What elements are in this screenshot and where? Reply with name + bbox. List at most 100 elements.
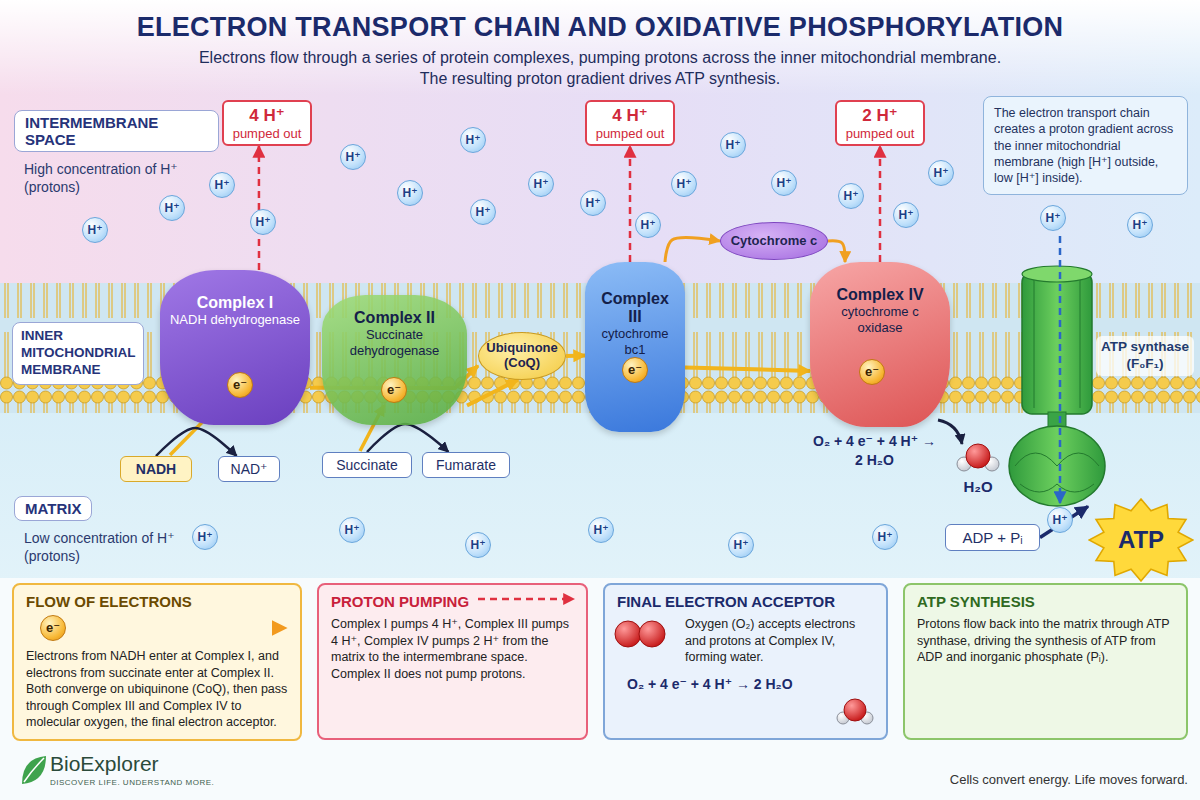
proton-ion: H⁺ <box>339 517 365 543</box>
subtitle: Electrons flow through a series of prote… <box>185 48 1015 90</box>
proton-ion: H⁺ <box>720 132 746 158</box>
node-text: Oxygen (O₂) accepts electrons and proton… <box>685 616 874 666</box>
logo-tagline: DISCOVER LIFE. UNDERSTAND MORE. <box>50 778 270 787</box>
substrate-box: NADH <box>120 456 192 482</box>
electron-token: e⁻ <box>859 359 885 385</box>
info-panel: ATP SYNTHESIS Protons flow back into the … <box>903 583 1188 740</box>
node-text: O₂ + 4 e⁻ + 4 H⁺ → 2 H₂O <box>617 676 874 692</box>
node-heading: PROTON PUMPING <box>331 593 574 610</box>
node-heading: Complex IV <box>836 286 923 304</box>
substrate-box: Succinate <box>322 452 412 478</box>
footer-caption: Cells convert energy. Life moves forward… <box>860 772 1188 787</box>
node-heading: Complex II <box>354 309 435 327</box>
node-heading: ADP + Pᵢ <box>952 529 1033 546</box>
flow-arrow <box>1040 506 1088 537</box>
protein-complex: Complex IISuccinate dehydrogenase <box>322 295 467 425</box>
protein-complex: Complex IIIcytochrome bc1 <box>585 262 685 432</box>
electron-token: e⁻ <box>381 377 407 403</box>
proton-ion: H⁺ <box>635 212 661 238</box>
proton-ion: H⁺ <box>588 517 614 543</box>
node-heading: INNER MITOCHONDRIAL MEMBRANE <box>21 328 135 379</box>
node-text: pumped out <box>226 126 308 141</box>
node-text: NADH dehydrogenase <box>170 312 300 328</box>
node-heading: Cytochrome c <box>731 234 818 249</box>
node-heading: NADH <box>127 461 185 477</box>
node-text: Electrons from NADH enter at Complex I, … <box>26 648 288 731</box>
flow-arrow <box>685 367 810 371</box>
enzyme-label: ATP synthase (F₀F₁) <box>1096 336 1194 376</box>
flow-arrow <box>156 428 237 456</box>
proton-ion: H⁺ <box>893 202 919 228</box>
flow-arrow <box>629 146 632 262</box>
node-text: Succinate dehydrogenase <box>330 327 459 358</box>
flow-arrow <box>367 424 448 452</box>
info-panel: PROTON PUMPINGComplex I pumps 4 H⁺, Comp… <box>317 583 588 740</box>
node-heading: 4 H⁺ <box>226 105 308 126</box>
proton-ion: H⁺ <box>82 217 108 243</box>
node-heading: 2 H⁺ <box>839 105 921 126</box>
proton-callout: 4 H⁺pumped out <box>585 100 675 146</box>
info-box: The electron transport chain creates a p… <box>983 96 1188 195</box>
proton-ion: H⁺ <box>771 170 797 196</box>
diagram-title: ELECTRON TRANSPORT CHAIN AND OXIDATIVE P… <box>0 12 1200 43</box>
flow-arrow <box>258 146 261 270</box>
reaction-equation: O₂ + 4 e⁻ + 4 H⁺ → 2 H₂O <box>812 432 937 470</box>
proton-ion: H⁺ <box>1040 205 1066 231</box>
node-heading: INTERMEMBRANE SPACE <box>14 110 219 152</box>
proton-ion: H⁺ <box>580 190 606 216</box>
protein-complex: Complex INADH dehydrogenase <box>160 270 310 425</box>
node-text: pumped out <box>589 126 671 141</box>
protein-complex: Complex IVcytochrome c oxidase <box>810 262 950 427</box>
product-box: NAD⁺ <box>218 456 280 482</box>
proton-ion: H⁺ <box>192 524 218 550</box>
node-text: High concentration of H⁺ (protons) <box>14 160 219 196</box>
node-heading: The electron transport chain creates a p… <box>994 105 1177 186</box>
region-label: INNER MITOCHONDRIAL MEMBRANE <box>12 322 144 385</box>
region-label: INTERMEMBRANE SPACE High concentration of… <box>14 110 219 196</box>
atp-star: ATP <box>1088 498 1194 582</box>
proton-ion: H⁺ <box>1127 212 1153 238</box>
proton-ion: H⁺ <box>838 183 864 209</box>
proton-callout: 2 H⁺pumped out <box>835 100 925 146</box>
proton-ion: H⁺ <box>209 172 235 198</box>
node-heading: ATP synthase (F₀F₁) <box>1100 339 1190 373</box>
node-text: pumped out <box>839 126 921 141</box>
node-text: Low concentration of H⁺ (protons) <box>14 529 189 565</box>
node-heading: Complex I <box>197 294 273 312</box>
node-heading: ATP SYNTHESIS <box>917 593 1174 610</box>
electron-token: e⁻ <box>622 357 648 383</box>
flow-arrow <box>566 354 585 359</box>
proton-ion: H⁺ <box>528 171 554 197</box>
node-heading: 4 H⁺ <box>589 105 671 126</box>
region-label: MATRIX Low concentration of H⁺ (protons) <box>14 496 189 565</box>
proton-ion: H⁺ <box>1047 507 1073 533</box>
proton-ion: H⁺ <box>397 180 423 206</box>
flow-arrow <box>828 241 845 262</box>
info-panel: FINAL ELECTRON ACCEPTOROxygen (O₂) accep… <box>603 583 888 740</box>
proton-ion: H⁺ <box>250 209 276 235</box>
proton-ion: H⁺ <box>340 144 366 170</box>
node-heading: Succinate <box>329 457 405 473</box>
proton-ion: H⁺ <box>728 532 754 558</box>
molecule-label: H₂O <box>953 478 1003 495</box>
proton-ion: H⁺ <box>465 532 491 558</box>
carrier-ellipse: Cytochrome c <box>720 222 828 260</box>
proton-callout: 4 H⁺pumped out <box>222 100 312 146</box>
node-heading: MATRIX <box>14 496 92 521</box>
node-text: cytochrome c oxidase <box>818 304 942 335</box>
logo-text: BioExplorer <box>50 752 250 776</box>
electron-token: e⁻ <box>40 615 66 641</box>
flow-arrow <box>467 380 518 406</box>
node-text: Protons flow back into the matrix throug… <box>917 616 1174 666</box>
node-heading: NAD⁺ <box>225 461 273 477</box>
electron-token: e⁻ <box>227 372 253 398</box>
node-heading: FLOW OF ELECTRONS <box>26 593 288 610</box>
proton-ion: H⁺ <box>928 160 954 186</box>
carrier-ellipse: Ubiquinone (CoQ) <box>478 332 566 380</box>
node-heading: Fumarate <box>429 457 503 473</box>
node-heading: ATP <box>1118 526 1164 554</box>
proton-ion: H⁺ <box>671 171 697 197</box>
node-heading: Complex III <box>593 290 677 326</box>
node-heading: Ubiquinone (CoQ) <box>479 341 565 371</box>
product-box: Fumarate <box>422 452 510 478</box>
